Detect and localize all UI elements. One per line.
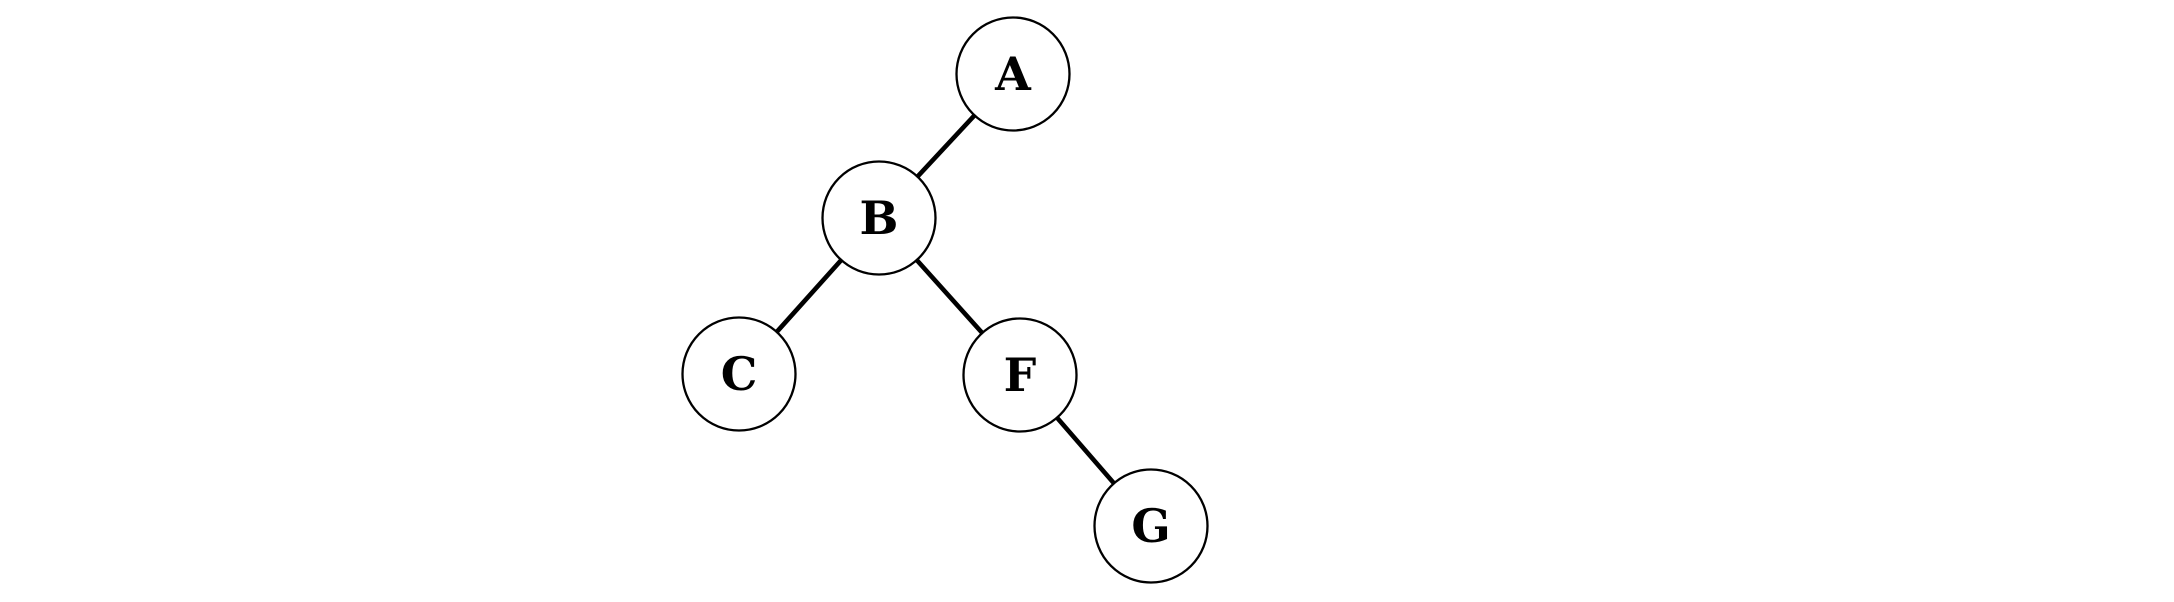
node-G-label: G xyxy=(1131,499,1170,553)
node-C: C xyxy=(681,316,797,432)
node-G-circle xyxy=(1093,468,1209,584)
node-A: A xyxy=(955,16,1071,132)
node-B-circle xyxy=(821,160,937,276)
node-B-label: B xyxy=(860,191,899,245)
node-A-label: A xyxy=(994,47,1032,101)
node-C-circle xyxy=(681,316,797,432)
node-F: F xyxy=(962,317,1078,433)
node-B: B xyxy=(821,160,937,276)
node-A-circle xyxy=(955,16,1071,132)
node-G: G xyxy=(1093,468,1209,584)
node-F-circle xyxy=(962,317,1078,433)
node-C-label: C xyxy=(721,347,758,401)
node-F-label: F xyxy=(1004,348,1037,402)
